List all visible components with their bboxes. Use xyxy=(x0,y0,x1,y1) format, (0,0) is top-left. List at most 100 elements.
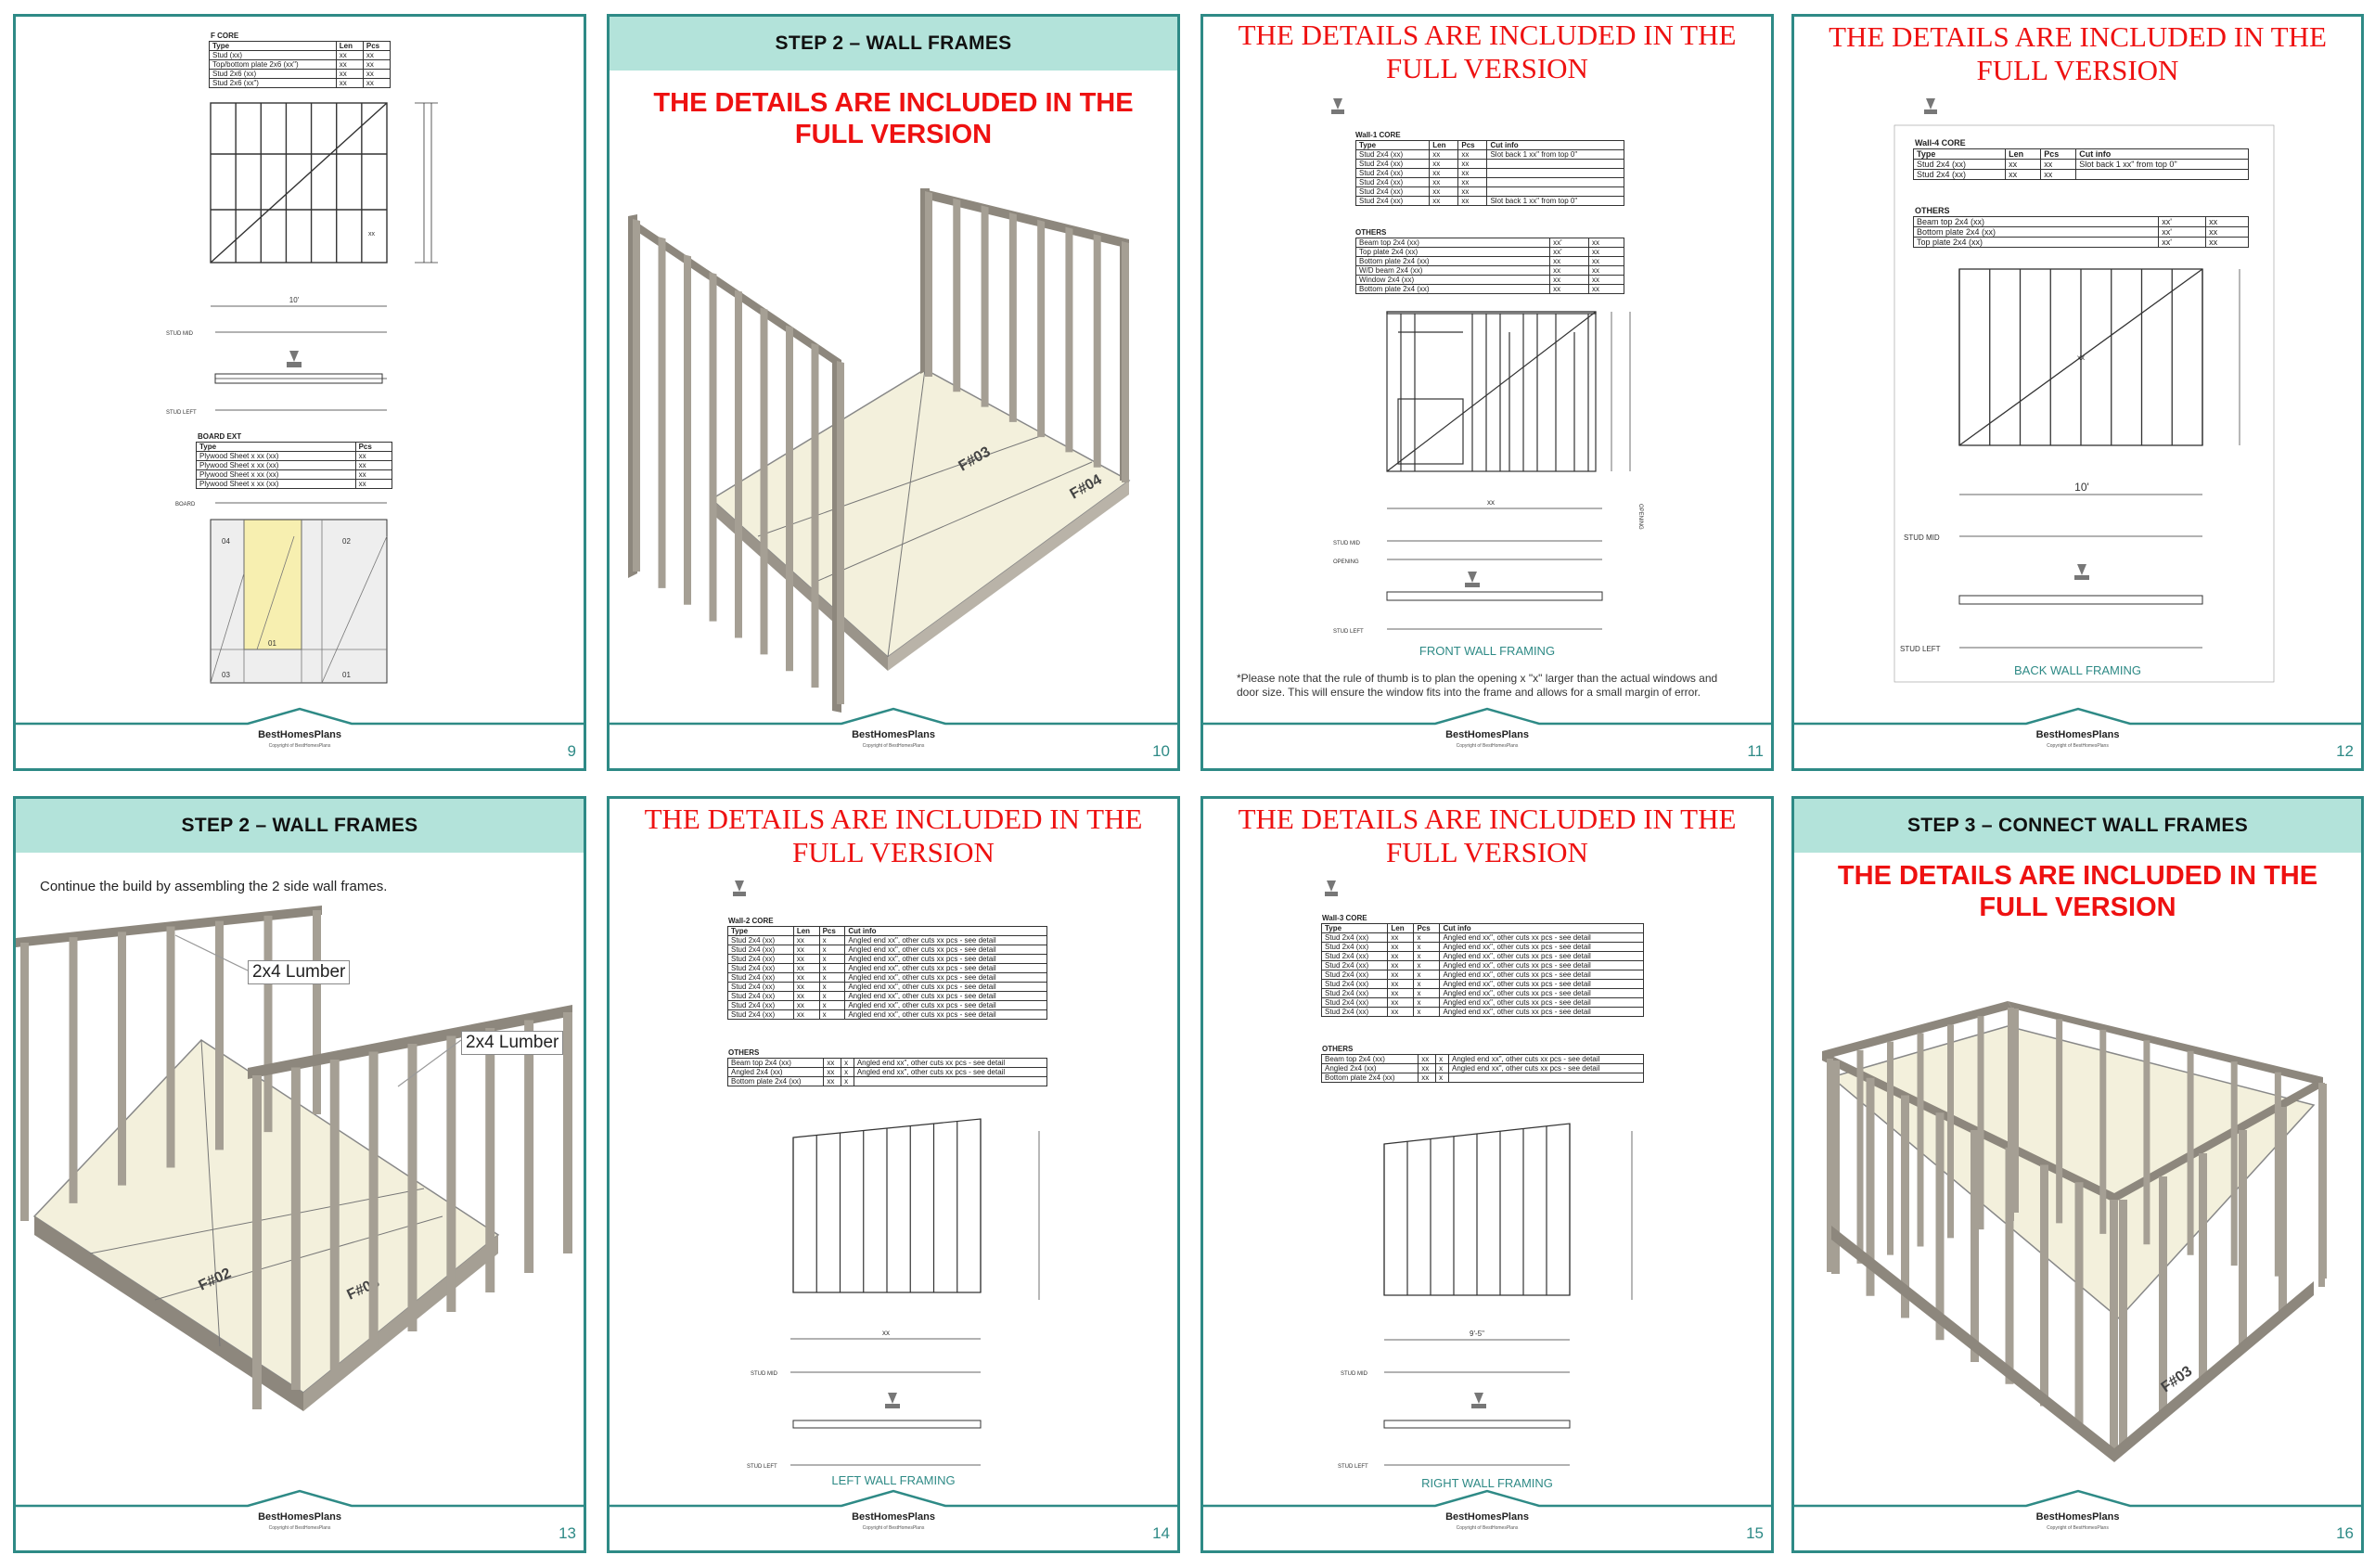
step-heading: STEP 2 – WALL FRAMES xyxy=(610,17,1177,71)
table-cell: Stud 2x4 (xx) xyxy=(1354,168,1431,178)
table-cell: xx xyxy=(354,469,393,480)
page-footer: BestHomesPlans Copyright of BestHomesPla… xyxy=(1203,1485,1771,1550)
table-cell: Beam top 2x4 (xx) xyxy=(726,1058,825,1068)
stud-mid-label: STUD MID xyxy=(166,331,194,337)
table-cell: Stud 2x4 (xx) xyxy=(1320,988,1389,998)
table-header-cell: Pcs xyxy=(354,442,393,452)
stud-mid-label: STUD MID xyxy=(1904,533,1940,542)
brand-name: BestHomesPlans xyxy=(852,729,935,740)
stud-member xyxy=(2230,1061,2238,1266)
table-cell: Stud 2x4 (xx) xyxy=(727,1009,794,1020)
page-footer: BestHomesPlans Copyright of BestHomesPla… xyxy=(16,703,584,768)
stud-member xyxy=(263,915,273,1133)
stud-mid-label: STUD MID xyxy=(751,1371,778,1377)
stud-member xyxy=(446,1035,456,1312)
stud-member xyxy=(658,237,666,588)
table-header-cell: Cut info xyxy=(844,926,1047,936)
table-cell: xx xyxy=(1429,168,1459,178)
table-cell: Angled end xx", other cuts xx pcs - see … xyxy=(1439,970,1644,980)
stud-member xyxy=(290,1067,301,1390)
table-row: Beam top 2x4 (xx)xx'xx xyxy=(1354,238,1624,248)
table-cell: xx' xyxy=(2158,226,2207,238)
stud-member xyxy=(709,272,717,622)
table-cell: Beam top 2x4 (xx) xyxy=(1354,238,1551,248)
table-cell: xx xyxy=(362,78,392,88)
table-cell: xx xyxy=(1549,284,1589,294)
stud-member xyxy=(1122,241,1129,482)
stud-member xyxy=(2199,1153,2207,1382)
table-cell: xx xyxy=(1549,256,1589,266)
stud-member xyxy=(2099,1029,2107,1234)
page-footer: BestHomesPlans Copyright of BestHomesPla… xyxy=(16,1485,584,1550)
table-cell: xx xyxy=(1418,1063,1437,1073)
full-version-notice: THE DETAILS ARE INCLUDED IN THE FULL VER… xyxy=(1238,19,1737,84)
brand-name: BestHomesPlans xyxy=(258,1511,341,1523)
table-cell: x xyxy=(1413,951,1441,961)
table-cell: Angled end xx", other cuts xx pcs - see … xyxy=(844,945,1047,955)
stud-member xyxy=(1935,1112,1945,1341)
table-header-cell: Type xyxy=(1320,923,1389,933)
table-cell: xx' xyxy=(2158,237,2207,248)
table-cell: x xyxy=(1435,1054,1450,1064)
page-16: STEP 3 – CONNECT WALL FRAMES THE DETAILS… xyxy=(1791,796,2364,1553)
table-cell: x xyxy=(818,963,846,973)
table-cell: Stud 2x4 (xx) xyxy=(727,935,794,945)
table-cell: xx xyxy=(1588,265,1624,276)
left-wall-drawing: xx STUD MID STUD LEFT xyxy=(733,880,1040,1470)
stud-member xyxy=(563,1012,572,1253)
table-cell: x xyxy=(1413,970,1441,980)
table-cell: xx xyxy=(1588,284,1624,294)
stud-member xyxy=(69,937,78,1203)
table-cell: Stud 2x4 (xx) xyxy=(1320,960,1389,970)
table-cell: xx xyxy=(823,1058,842,1068)
table-header-cell: Len xyxy=(792,926,820,936)
page-footer: BestHomesPlans Copyright of BestHomesPla… xyxy=(1794,703,2361,768)
brand-name: BestHomesPlans xyxy=(1445,729,1529,740)
stud-member xyxy=(684,254,691,605)
table-cell: x xyxy=(1413,979,1441,989)
table-cell: xx xyxy=(2040,159,2077,170)
drawing-caption: FRONT WALL FRAMING xyxy=(1419,644,1556,658)
stud-member xyxy=(2159,1176,2167,1416)
table-cell: xx xyxy=(2205,237,2249,248)
stud-member xyxy=(485,1028,495,1292)
stud-member xyxy=(2110,1200,2118,1450)
table-cell: Stud 2x4 (xx) xyxy=(1320,997,1389,1008)
table-cell: xx xyxy=(792,991,820,1001)
stud-member xyxy=(1866,1077,1875,1296)
table-cell: Stud 2x4 (xx) xyxy=(1354,196,1431,206)
copyright: Copyright of BestHomesPlans xyxy=(862,1525,925,1531)
core-table-title: Wall-1 CORE xyxy=(1355,131,1401,139)
table-cell: xx xyxy=(792,1009,820,1020)
full-version-notice: THE DETAILS ARE INCLUDED IN THE FULL VER… xyxy=(1238,803,1737,868)
table-cell: xx xyxy=(1387,951,1415,961)
step-heading: STEP 3 – CONNECT WALL FRAMES xyxy=(1794,799,2361,853)
drawing-caption: RIGHT WALL FRAMING xyxy=(1421,1476,1553,1490)
stud-member xyxy=(1037,219,1046,438)
table-cell xyxy=(1486,177,1624,187)
table-cell: xx xyxy=(1387,960,1415,970)
stud-member xyxy=(1831,1060,1840,1274)
table-row: Plywood Sheet x xx (xx)xx xyxy=(196,451,393,461)
board-label: BOARD xyxy=(175,502,196,508)
table-cell: x xyxy=(1435,1063,1450,1073)
stud-left-label: STUD LEFT xyxy=(1333,629,1364,635)
table-cell: Stud 2x4 (xx) xyxy=(1320,951,1389,961)
table-cell: xx xyxy=(2040,169,2077,180)
opening-side-label: OPENING xyxy=(1637,504,1643,530)
